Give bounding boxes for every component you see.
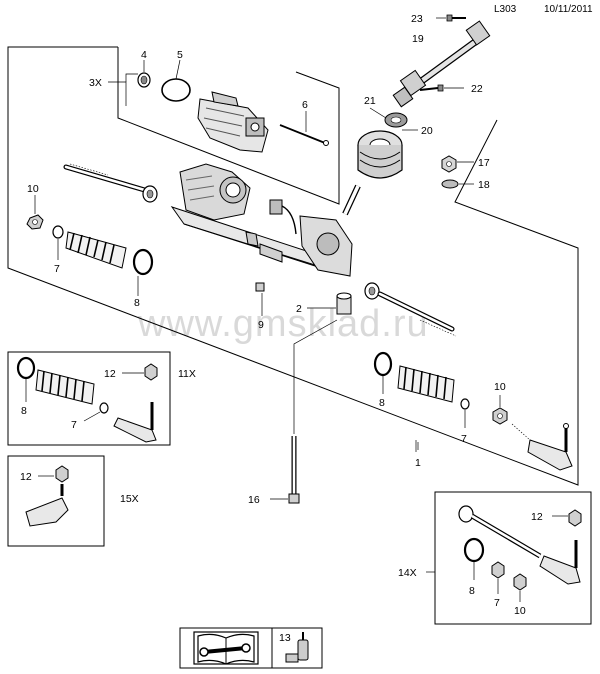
callout-21: 21 [364, 95, 376, 107]
nut-part-17 [441, 155, 474, 173]
callout-6: 6 [302, 99, 308, 111]
bushing-part-2 [307, 292, 352, 315]
callout-10-right: 10 [494, 381, 506, 393]
diagram-date: 10/11/2011 [544, 4, 593, 15]
callout-labels: 4 5 3X 6 23 19 22 21 20 17 18 10 7 8 9 2… [20, 13, 543, 644]
inner-tie-rod-left [63, 163, 158, 203]
callout-8-right: 8 [379, 397, 385, 409]
bolt-part-6 [279, 124, 329, 146]
boot-right [397, 365, 455, 403]
plug-part-9 [255, 282, 265, 316]
kit-14x-box [426, 491, 592, 625]
washer-part-18 [441, 179, 474, 189]
clamp-part-7-right [460, 398, 470, 428]
inner-tie-rod-right [364, 282, 457, 337]
motor-unit [108, 59, 329, 153]
kit-label-3x: 3X [89, 77, 102, 89]
page-code: L303 [494, 4, 517, 15]
callout-1: 1 [415, 457, 421, 469]
jam-nut-part-10-left [26, 195, 44, 230]
seal-part-21 [369, 107, 408, 128]
clamp-part-7-left [52, 225, 64, 260]
kit-label-15x: 15X [120, 493, 139, 505]
callout-10-14x: 10 [514, 605, 526, 617]
callout-8-upper-left: 8 [134, 297, 140, 309]
callout-19: 19 [412, 33, 424, 45]
boot-clamp-part-8-left [132, 248, 154, 296]
jam-nut-part-10-right [492, 395, 508, 425]
callout-8-11x: 8 [21, 405, 27, 417]
watermark: www.gmsklad.ru [137, 303, 429, 345]
legend-box [179, 627, 323, 669]
callout-16: 16 [248, 494, 260, 506]
steering-gear-housing [170, 163, 353, 277]
kit-label-11x: 11X [178, 368, 196, 380]
intermediate-shaft-part-19 [392, 20, 491, 108]
bearing-part-20 [357, 129, 418, 179]
boot-clamp-part-8-right [373, 351, 393, 394]
callout-20: 20 [421, 125, 433, 137]
callout-7-11x: 7 [71, 419, 77, 431]
callout-17: 17 [478, 157, 490, 169]
kit-15x-box [7, 455, 105, 547]
assembly-outline [7, 46, 579, 486]
callout-2: 2 [296, 303, 302, 315]
callout-4: 4 [141, 49, 147, 61]
callout-8-14x: 8 [469, 585, 475, 597]
kit-11x-box [7, 351, 171, 446]
grease-applicator-icon [285, 632, 309, 663]
callout-7-14x: 7 [494, 597, 500, 609]
o-ring-part-5 [161, 78, 191, 102]
callout-12-15x: 12 [20, 471, 32, 483]
wrench-icon [199, 643, 251, 657]
outer-tie-rod-end-right [511, 423, 573, 471]
callout-22: 22 [471, 83, 483, 95]
callout-7-upper-left: 7 [54, 263, 60, 275]
callout-10-upper-left: 10 [27, 183, 39, 195]
callout-18: 18 [478, 179, 490, 191]
callout-7-right: 7 [461, 433, 467, 445]
kit-label-14x: 14X [398, 567, 417, 579]
bolt-part-23 [436, 14, 466, 22]
callout-12-11x: 12 [104, 368, 116, 380]
bolt-part-16 [270, 319, 338, 504]
callout-23: 23 [411, 13, 423, 25]
callout-9: 9 [258, 319, 264, 331]
bolt-part-22 [419, 84, 464, 92]
callout-5: 5 [177, 49, 183, 61]
callout-12-14x: 12 [531, 511, 543, 523]
electric-motor [197, 91, 269, 153]
boot-left [65, 231, 127, 269]
pinion-shaft [342, 184, 361, 216]
callout-13: 13 [279, 632, 291, 644]
